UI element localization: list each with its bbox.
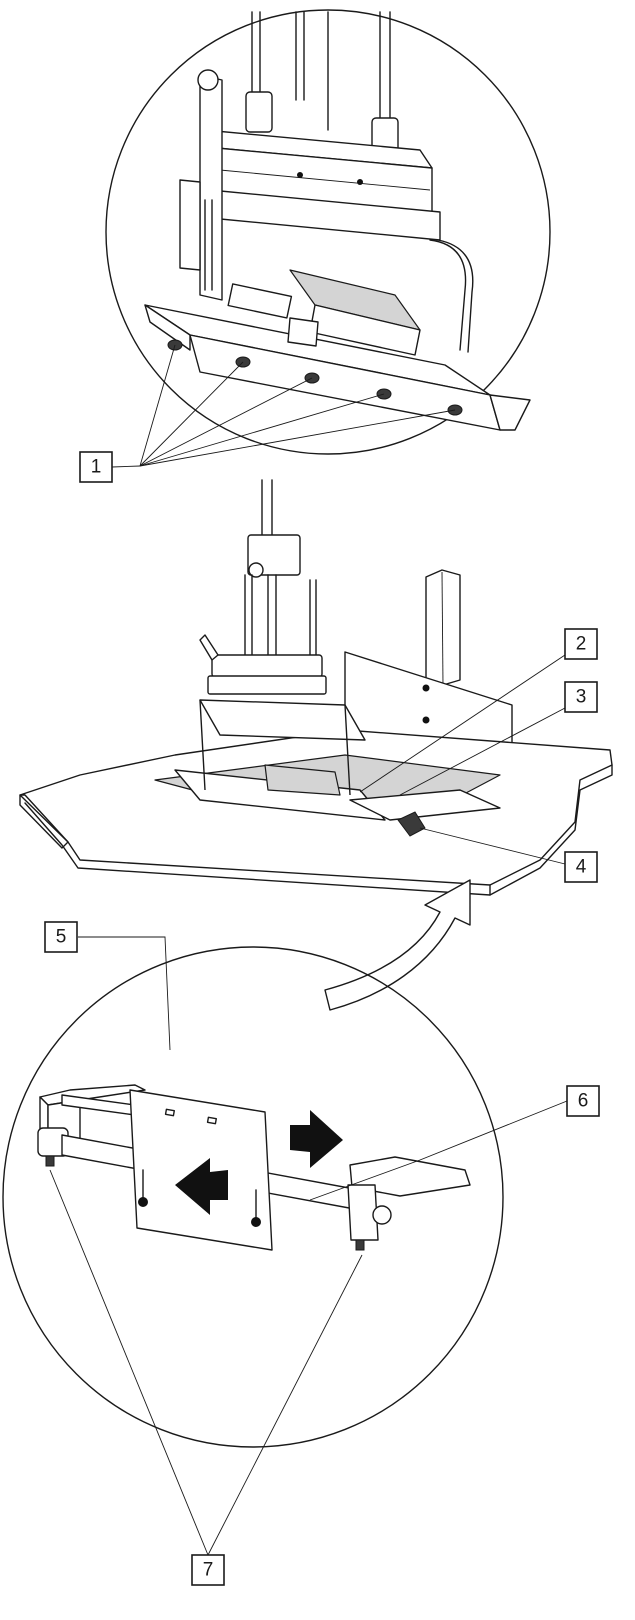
callout-3-label: 3: [576, 687, 587, 708]
callout-4: 4: [564, 851, 598, 883]
callout-6-label: 6: [578, 1091, 589, 1112]
curved-arrow: [324, 879, 471, 1011]
callout-4-label: 4: [576, 857, 587, 878]
callout-5: 5: [44, 921, 78, 953]
callout-2: 2: [564, 628, 598, 660]
callout-1: 1: [79, 451, 141, 483]
callout-2-label: 2: [576, 634, 587, 655]
callout-6: 6: [566, 1085, 600, 1117]
callout-5-label: 5: [56, 927, 67, 948]
machine-table-assembly: [19, 479, 613, 896]
callout-1-label: 1: [91, 457, 102, 478]
detail-circle-top: [105, 9, 551, 467]
callout-7-label: 7: [203, 1560, 214, 1581]
callout-7: 7: [191, 1554, 225, 1586]
detail-circle-bottom: [2, 936, 568, 1556]
callout-3: 3: [564, 681, 598, 713]
